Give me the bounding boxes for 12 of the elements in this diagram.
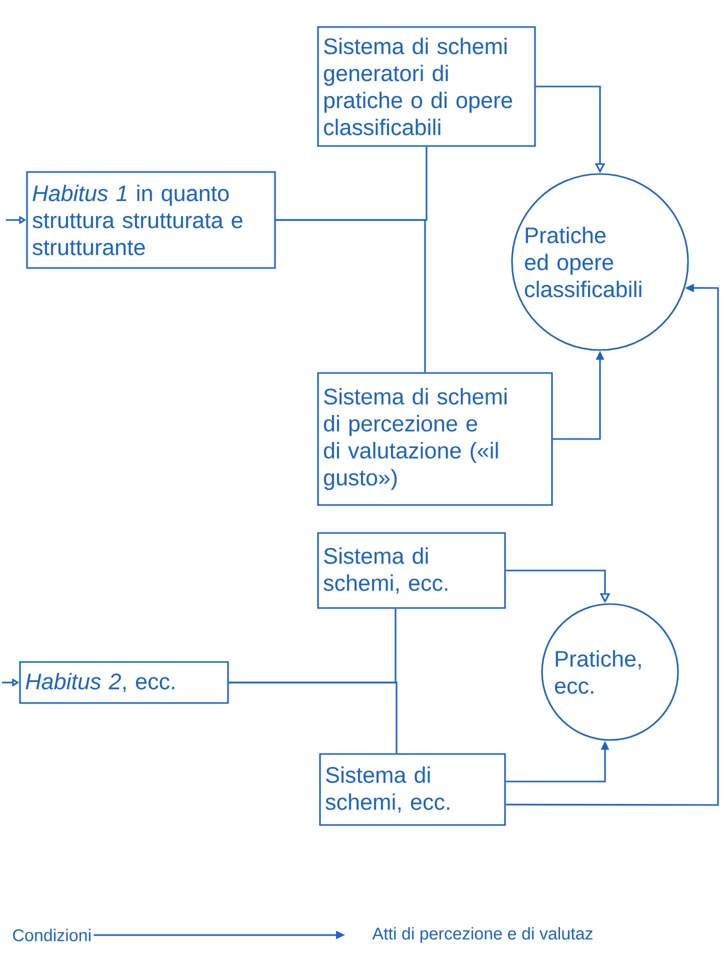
caption-text: Atti di percezione e di valutaz (372, 927, 592, 943)
caption-text: Condizioni (13, 928, 90, 942)
circle-node: Pratiche, ecc. (541, 603, 679, 741)
text-box: Sistema di schemi, ecc. (319, 753, 506, 826)
text-box: Habitus 2, ecc. (19, 661, 229, 704)
text-box: Sistema di schemi, ecc. (317, 532, 506, 609)
text-box: Habitus 1 in quanto struttura strutturata e strutturante (26, 171, 276, 269)
circle-node: Pratiche ed opere classificabili (511, 173, 689, 351)
connector-line (276, 219, 426, 372)
text-box: Sistema di schemi di percezione e di valutazione («il gusto») (317, 372, 553, 506)
text-box: Sistema di schemi generatori di pratiche o di opere classificabili (317, 26, 536, 147)
connector-line (228, 682, 398, 754)
